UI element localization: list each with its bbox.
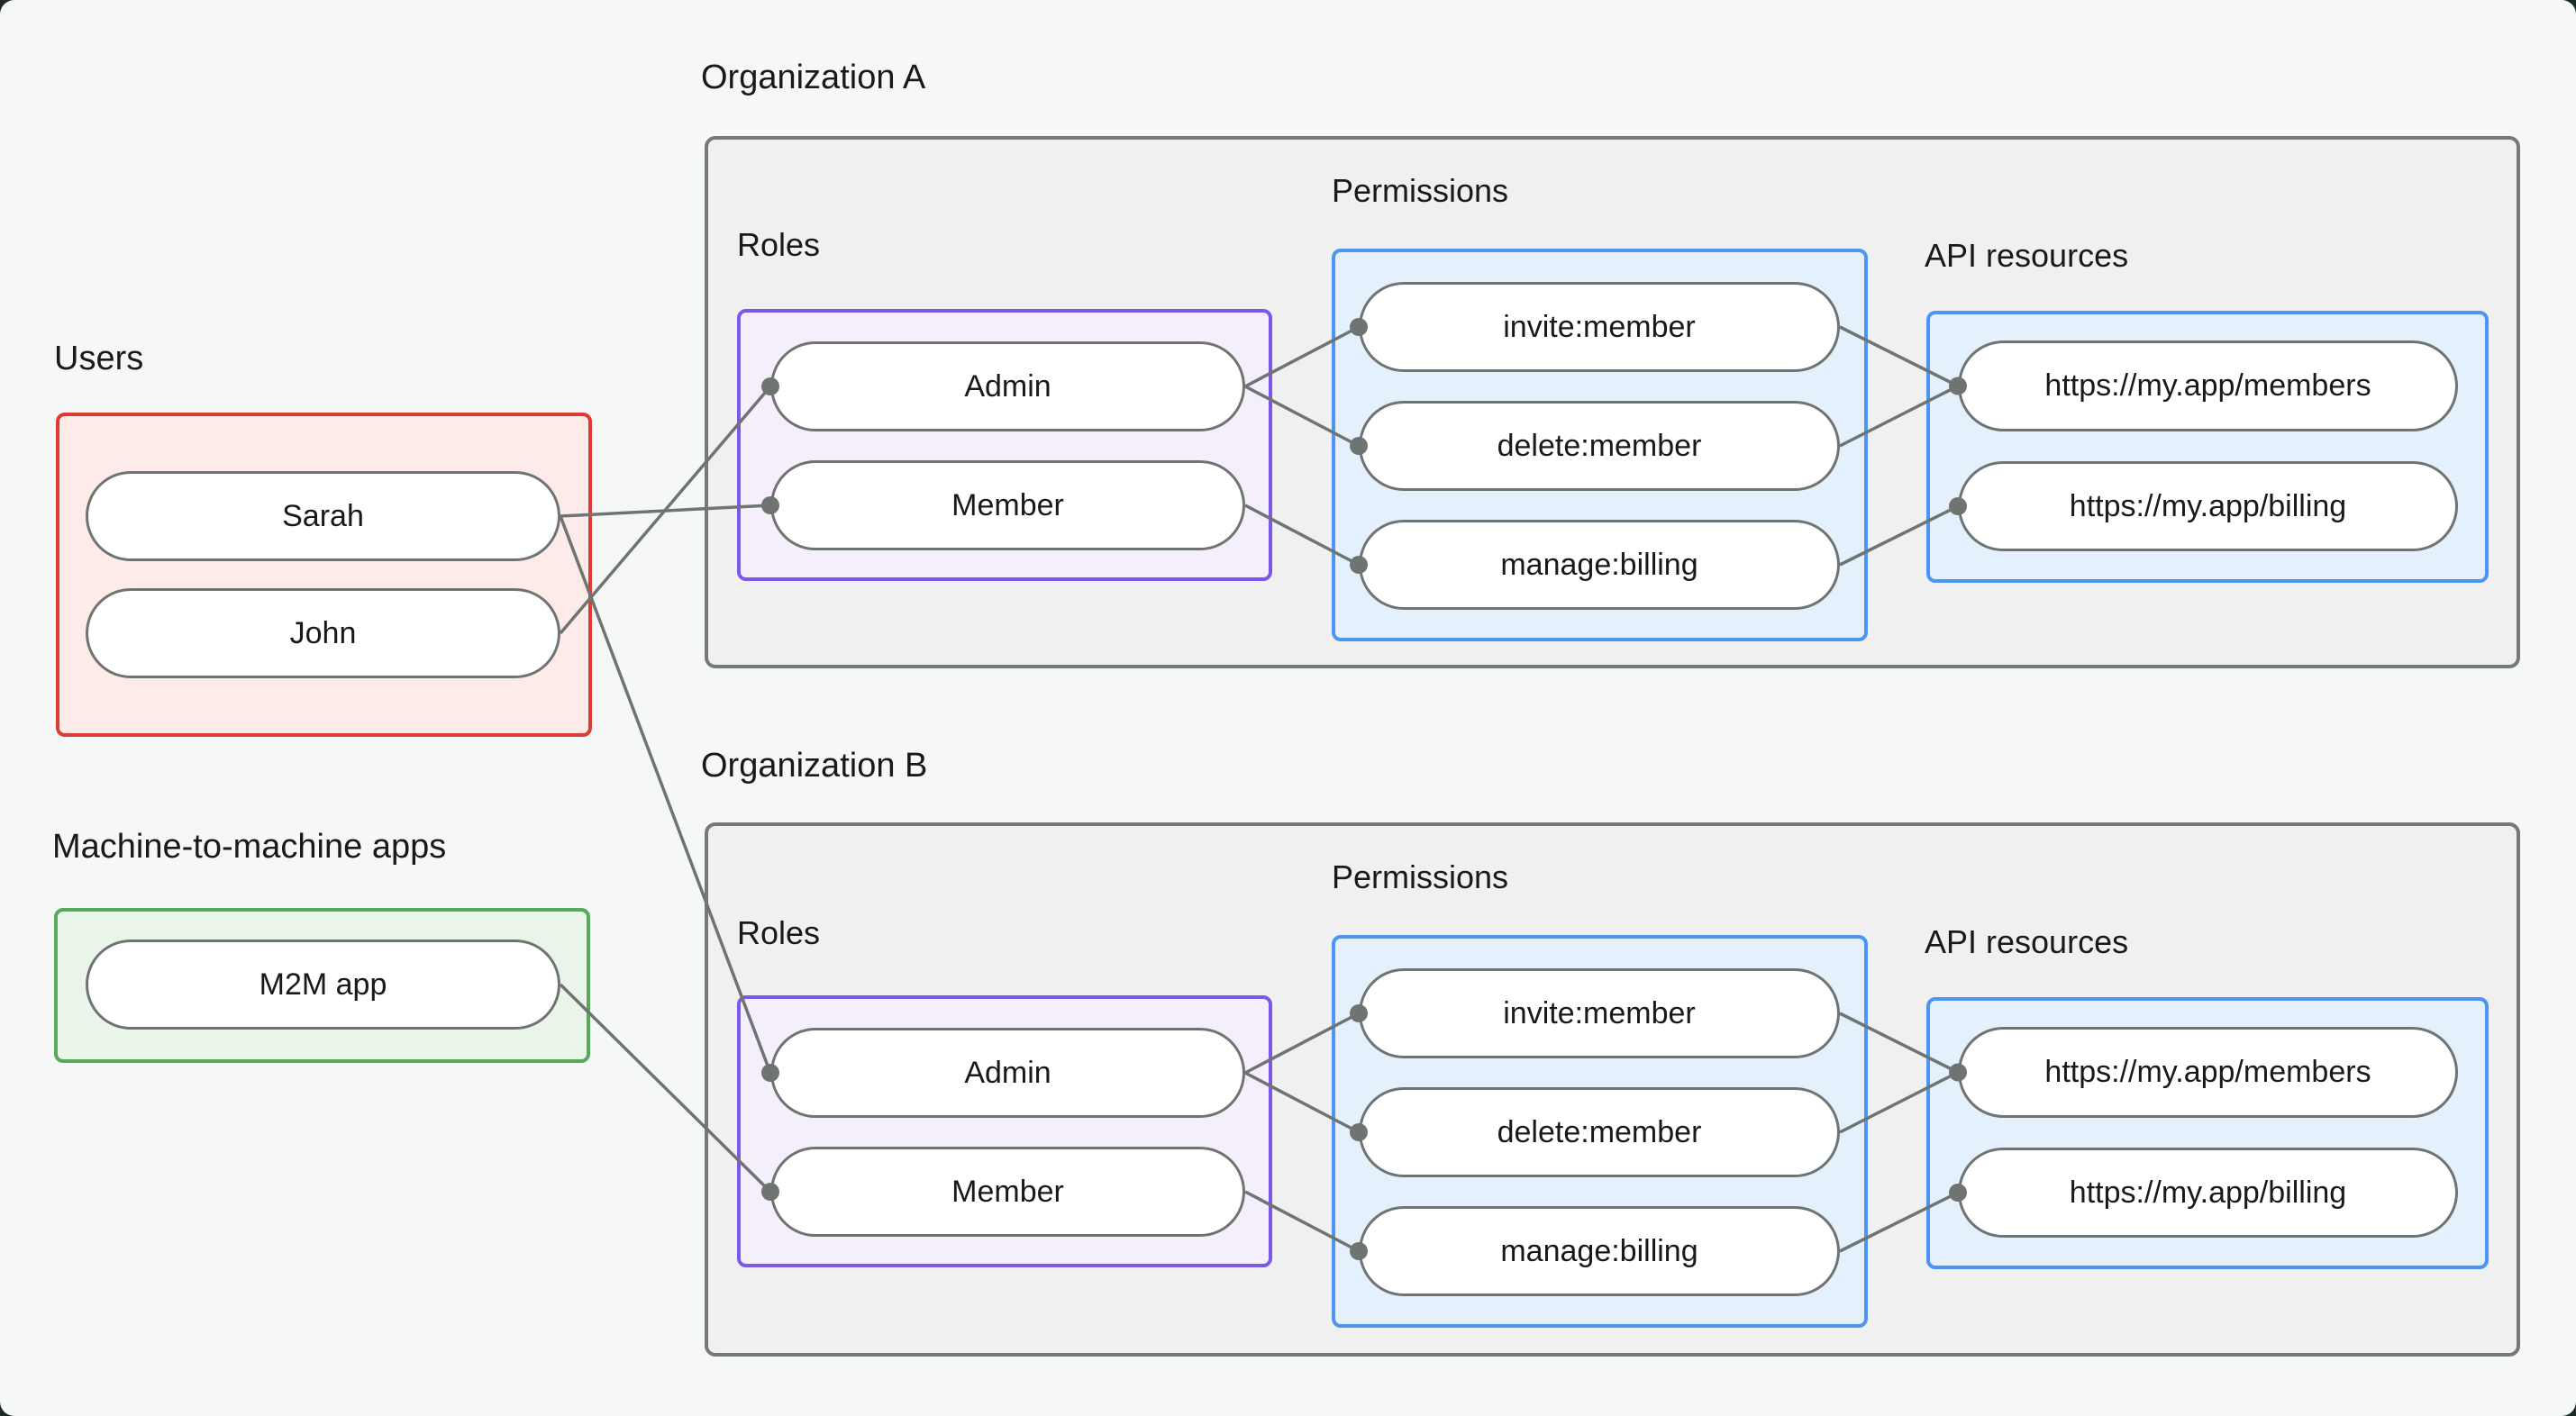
pill-orgA_invite: invite:member xyxy=(1359,282,1840,372)
pill-orgA_members_api: https://my.app/members xyxy=(1958,340,2458,431)
group-label-orgB: Organization B xyxy=(701,747,928,785)
pill-orgB_member: Member xyxy=(770,1147,1245,1237)
users-box xyxy=(56,413,592,737)
group-label-users: Users xyxy=(54,340,144,377)
section-label-orgA_api: API resources xyxy=(1925,237,2129,274)
pill-orgB_manage: manage:billing xyxy=(1359,1206,1840,1296)
pill-orgB_delete: delete:member xyxy=(1359,1087,1840,1177)
pill-orgB_invite: invite:member xyxy=(1359,968,1840,1058)
pill-orgB_members_api: https://my.app/members xyxy=(1958,1027,2458,1118)
section-label-orgA_roles: Roles xyxy=(737,226,821,263)
section-label-orgA_permissions: Permissions xyxy=(1332,172,1509,209)
pill-john: John xyxy=(86,588,560,678)
section-label-orgB_permissions: Permissions xyxy=(1332,858,1509,895)
pill-orgB_billing_api: https://my.app/billing xyxy=(1958,1148,2458,1238)
pill-orgA_member: Member xyxy=(770,460,1245,550)
pill-orgA_delete: delete:member xyxy=(1359,401,1840,491)
group-label-m2m: Machine-to-machine apps xyxy=(52,828,447,866)
pill-orgA_admin: Admin xyxy=(770,341,1245,431)
pill-orgB_admin: Admin xyxy=(770,1028,1245,1118)
group-label-orgA: Organization A xyxy=(701,59,926,96)
section-label-orgB_roles: Roles xyxy=(737,914,821,951)
pill-orgA_manage: manage:billing xyxy=(1359,520,1840,610)
pill-sarah: Sarah xyxy=(86,471,560,561)
pill-m2m_app: M2M app xyxy=(86,939,560,1030)
pill-orgA_billing_api: https://my.app/billing xyxy=(1958,461,2458,551)
section-label-orgB_api: API resources xyxy=(1925,923,2129,960)
